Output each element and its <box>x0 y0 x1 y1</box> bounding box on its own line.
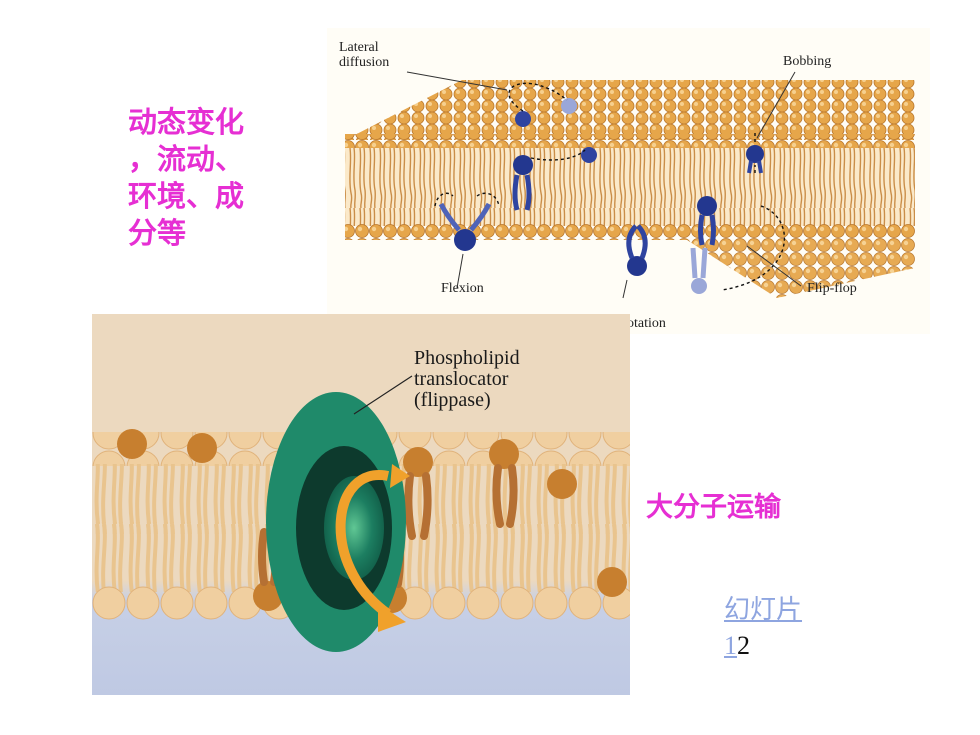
slide-link-number[interactable]: 1 <box>724 631 737 660</box>
membrane-top-surface <box>345 80 915 140</box>
slide-number-suffix: 2 <box>737 631 750 660</box>
membrane-motion-illustration <box>345 71 915 299</box>
slide-link-line1[interactable]: 幻灯片 <box>724 595 803 624</box>
flippase-figure: Phospholipid translocator (flippase) <box>92 314 630 695</box>
label-phospholipid-translocator: Phospholipid translocator (flippase) <box>414 347 520 411</box>
blue-lipid-markers <box>438 98 764 294</box>
macromolecule-transport-text: 大分子运输 <box>646 492 781 523</box>
slide-link[interactable]: 幻灯片 12 <box>724 592 802 664</box>
flippase-illustration <box>92 314 630 695</box>
label-flip-flop: Flip-flop <box>807 281 857 296</box>
label-rotation: otation <box>627 316 666 331</box>
label-flexion: Flexion <box>441 281 484 296</box>
flip-arrow <box>335 470 391 619</box>
membrane-motion-figure: Lateral diffusion Bobbing Flexion Flip-f… <box>327 28 930 334</box>
label-lateral-diffusion: Lateral diffusion <box>339 40 390 70</box>
motion-arrows <box>434 82 786 291</box>
dynamic-change-text: 动态变化 ，流动、 环境、成 分等 <box>128 105 245 250</box>
label-bobbing: Bobbing <box>783 54 832 69</box>
